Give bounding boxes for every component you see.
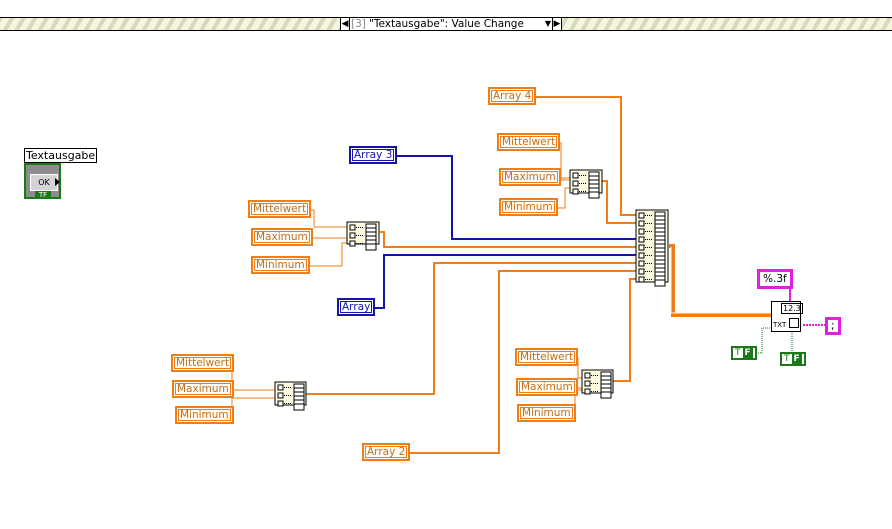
build-array-input-glyph [638,244,645,251]
ok-button-glyph: OK [30,174,58,191]
build-array-input-glyph [277,400,284,407]
array4-terminal[interactable]: Array 4 [488,87,537,105]
wire [227,397,276,417]
build-array-input-glyph [349,224,356,231]
build-array-input-glyph [638,236,645,243]
wire [409,270,637,454]
array-grid-icon [293,383,305,411]
group3-maximum-terminal[interactable]: Maximum [172,380,234,398]
build-array-input-glyph [638,276,645,283]
array-grid-icon [365,223,377,251]
right-arrow-icon[interactable]: ▶ [552,18,561,30]
wire [375,254,637,309]
textausgabe-label: Textausgabe [24,148,98,163]
array-grid-icon [654,211,666,287]
build-array-input-glyph [277,384,284,391]
case-label: "Textausgabe": Value Change [369,18,524,30]
build-array-input-glyph [638,252,645,259]
build-array-input-glyph [638,268,645,275]
group4-maximum-terminal[interactable]: Maximum [516,378,578,396]
array2-terminal[interactable]: Array 2 [362,443,411,461]
build-array-input-glyph [349,240,356,247]
group2-maximum-terminal[interactable]: Maximum [499,168,561,186]
txt-label: TXT [773,321,787,329]
wire [602,180,637,224]
wire-core [670,247,771,314]
bool-type-badge: TF [35,191,51,199]
build-array-input-glyph [349,232,356,239]
bool-value: F [791,354,802,364]
build-array-input-glyph [584,372,591,379]
output-arrow-icon [55,178,60,186]
textausgabe-button-terminal[interactable]: OK TF [24,163,61,199]
wire [758,327,772,354]
wire [613,278,637,382]
write-spreadsheet-file-node[interactable]: 12.3 TXT [771,301,803,332]
group2-mittelwert-terminal[interactable]: Mittelwert [497,133,561,151]
format-string-constant[interactable]: %.3f [757,269,793,289]
wire [302,242,348,267]
build-array-input-glyph [572,172,579,179]
wire [306,262,637,395]
delimiter-constant[interactable]: ; [825,317,841,335]
bool-prefix: T [735,348,741,358]
wire [227,363,276,391]
number-format-label: 12.3 [781,303,803,314]
group3-minimum-terminal[interactable]: Minimum [175,406,234,424]
build-array-input-glyph [584,388,591,395]
build-array-input-glyph [572,188,579,195]
build-array-input-glyph [572,180,579,187]
build-array-input-glyph [638,260,645,267]
group3-mittelwert-terminal[interactable]: Mittelwert [171,354,235,372]
event-case-selector[interactable]: ◀ [3] "Textausgabe": Value Change ▼ ▶ [340,17,562,31]
bool-prefix: T [784,354,790,364]
wire [669,244,771,317]
array-grid-icon [588,171,600,199]
build-array-input-glyph [277,392,284,399]
group1-mittelwert-terminal[interactable]: Mittelwert [248,200,312,218]
group1-maximum-terminal[interactable]: Maximum [251,228,313,246]
bool-value: F [742,348,753,358]
build-array-input-glyph [584,380,591,387]
wire [395,155,637,240]
floppy-disk-icon [789,318,799,328]
case-index: [3] [351,18,366,30]
wire [380,231,637,248]
build-array-input-glyph [638,228,645,235]
group4-mittelwert-terminal[interactable]: Mittelwert [515,348,579,366]
array3-terminal[interactable]: Array 3 [349,146,398,164]
build-array-input-glyph [638,220,645,227]
build-array-input-glyph [638,212,645,219]
wire [308,209,348,228]
dropdown-icon[interactable]: ▼ [544,19,551,28]
array-grid-icon [600,371,612,399]
wire [535,96,637,216]
group2-minimum-terminal[interactable]: Minimum [499,198,558,216]
left-arrow-icon[interactable]: ◀ [341,18,350,30]
group1-minimum-terminal[interactable]: Minimum [251,256,310,274]
group4-minimum-terminal[interactable]: Minimum [517,404,576,422]
array-terminal[interactable]: Array [337,298,376,316]
